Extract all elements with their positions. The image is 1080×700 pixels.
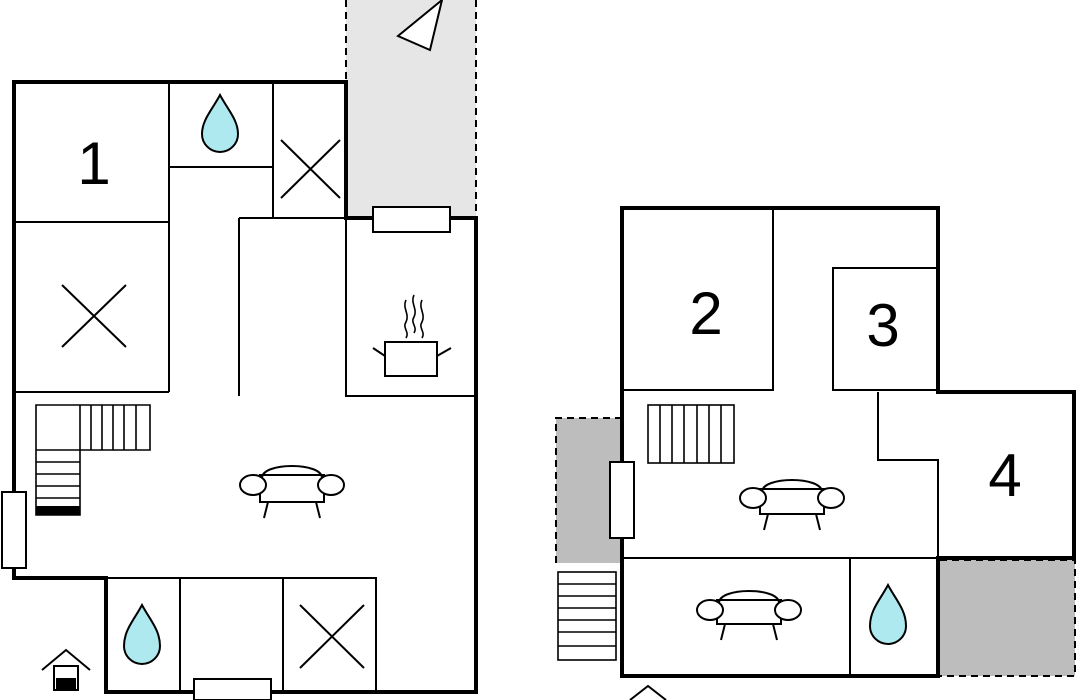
door-side (609, 461, 635, 539)
interior-walls-left (14, 167, 476, 397)
room-2-label: 2 (689, 280, 722, 347)
entrance-house-icon (41, 648, 91, 691)
stairs-icon (647, 404, 735, 464)
floor-right: 2 3 4 (555, 206, 1076, 700)
sofa-icon (239, 465, 345, 519)
sofa-icon (696, 590, 802, 641)
bed-cross-icon (299, 604, 365, 669)
bathroom-drop-icon (200, 92, 240, 153)
door-left (1, 491, 27, 569)
room-2-outline (622, 208, 774, 391)
room-3-outline (832, 267, 939, 391)
bathroom-drop-icon (122, 602, 162, 665)
terrace-top-border (345, 0, 477, 218)
bed-cross-icon (280, 139, 341, 199)
room-4-outline (877, 392, 939, 558)
room-1-label: 1 (77, 130, 110, 197)
sofa-icon (739, 479, 845, 531)
stairs-icon (35, 404, 151, 516)
room-4-label: 4 (988, 442, 1021, 509)
kitchen-pot-icon (372, 294, 452, 377)
stairs-icon (557, 571, 617, 661)
room-3-label: 3 (866, 292, 899, 359)
terrace-bottom-right (940, 559, 1076, 677)
entrance-house-icon (629, 684, 667, 700)
kitchen-window (372, 206, 451, 233)
bed-cross-icon (61, 284, 127, 348)
bathroom-drop-icon (868, 582, 908, 645)
door-bottom (193, 678, 272, 700)
north-arrow-icon (396, 0, 444, 52)
interior-walls-right (622, 557, 938, 676)
interior-walls-bottom-left (106, 577, 377, 692)
floor-left: 1 (1, 0, 478, 700)
closet-top-outline (272, 81, 347, 219)
